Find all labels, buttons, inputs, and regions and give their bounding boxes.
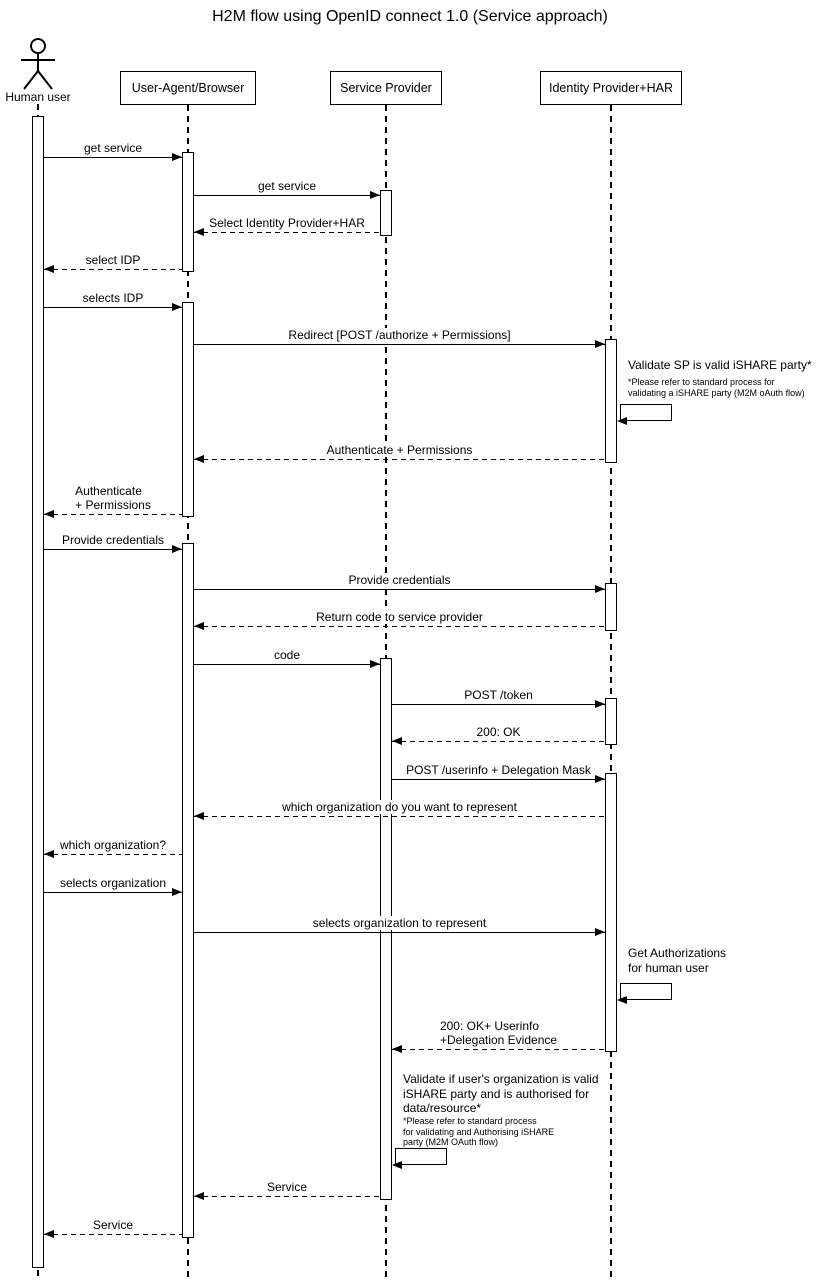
message-arrowhead: [595, 775, 605, 783]
message-arrowhead: [595, 340, 605, 348]
message-label: Authenticate + Permissions: [323, 443, 476, 457]
message-label: selects organization to represent: [309, 916, 490, 930]
message-line: [44, 157, 182, 159]
message-label: code: [270, 648, 304, 662]
message-label: Redirect [POST /authorize + Permissions]: [285, 328, 514, 342]
message-label: selects organization: [56, 876, 170, 890]
message-arrowhead: [392, 737, 402, 745]
message-label: 200: OK: [473, 725, 524, 739]
message-arrowhead: [595, 585, 605, 593]
self-call-arrowhead: [617, 995, 627, 1004]
message-arrowhead: [172, 153, 182, 161]
message-label: selects IDP: [79, 291, 147, 305]
message-label: Provide credentials: [345, 573, 454, 587]
message-label: Return code to service provider: [313, 610, 486, 624]
message-arrowhead: [194, 622, 204, 630]
self-message-label: Validate SP is valid iSHARE party*: [628, 358, 812, 373]
message-arrowhead: [370, 191, 380, 199]
message-arrowhead: [44, 850, 54, 858]
message-label: Select Identity Provider+HAR: [206, 216, 368, 230]
message-line: [44, 307, 182, 309]
message-arrowhead: [44, 510, 54, 518]
message-line: [194, 932, 605, 934]
message-label: get service: [254, 179, 320, 193]
self-call-box: [620, 983, 672, 1000]
message-line: [194, 626, 605, 628]
participant-idp: Identity Provider+HAR: [540, 71, 682, 105]
self-call-arrowhead: [617, 416, 627, 425]
self-call-box: [395, 1148, 447, 1165]
message-line: [194, 232, 380, 234]
activation-bar-sp: [380, 190, 392, 236]
activation-bar-idp: [605, 583, 617, 631]
message-line: [392, 741, 605, 743]
message-arrowhead: [172, 888, 182, 896]
message-arrowhead: [370, 660, 380, 668]
participant-ua: User-Agent/Browser: [120, 71, 256, 105]
self-message-label: Validate if user's organization is valid…: [403, 1072, 599, 1116]
message-label: Service: [263, 1180, 311, 1194]
activation-bar-idp: [605, 698, 617, 745]
message-arrowhead: [595, 700, 605, 708]
participant-label-human: Human user: [3, 90, 73, 104]
message-arrowhead: [392, 1045, 402, 1053]
message-line: [392, 704, 605, 706]
message-arrowhead: [44, 1230, 54, 1238]
message-line: [44, 854, 182, 856]
message-arrowhead: [194, 812, 204, 820]
message-label: get service: [80, 141, 146, 155]
message-label: which organization?: [56, 838, 170, 852]
message-arrowhead: [194, 455, 204, 463]
message-arrowhead: [595, 928, 605, 936]
activation-bar-idp: [605, 773, 617, 1052]
activation-bar-ua: [182, 543, 194, 1238]
message-line: [194, 344, 605, 346]
message-line: [194, 816, 605, 818]
message-label: Service: [89, 1218, 137, 1232]
message-line: [392, 779, 605, 781]
participant-sp: Service Provider: [330, 71, 442, 105]
activation-bar-idp: [605, 339, 617, 463]
message-arrowhead: [194, 1192, 204, 1200]
self-call-arrowhead: [392, 1160, 402, 1169]
self-message-note: *Please refer to standard process for va…: [628, 377, 805, 398]
message-arrowhead: [172, 545, 182, 553]
message-line: [44, 1234, 182, 1236]
message-label: Provide credentials: [58, 533, 168, 547]
activation-bar-human: [32, 116, 44, 1268]
message-line: [194, 1196, 380, 1198]
lifeline-idp: [610, 105, 612, 1281]
message-label: 200: OK+ Userinfo +Delegation Evidence: [436, 1019, 561, 1047]
message-label: Authenticate + Permissions: [72, 484, 154, 512]
message-line: [392, 1049, 605, 1051]
self-message-label: Get Authorizations for human user: [628, 946, 727, 975]
self-message-note: *Please refer to standard process for va…: [403, 1116, 555, 1148]
message-line: [194, 589, 605, 591]
activation-bar-ua: [182, 152, 194, 272]
activation-bar-ua: [182, 302, 194, 517]
self-call-box: [620, 404, 672, 421]
message-label: POST /userinfo + Delegation Mask: [403, 763, 594, 777]
message-line: [194, 195, 380, 197]
message-arrowhead: [44, 265, 54, 273]
human-actor-icon: [21, 38, 55, 90]
message-label: which organization do you want to repres…: [279, 800, 520, 814]
message-label: select IDP: [82, 253, 144, 267]
message-arrowhead: [194, 228, 204, 236]
message-arrowhead: [172, 303, 182, 311]
message-line: [194, 664, 380, 666]
message-line: [44, 514, 182, 516]
message-line: [44, 269, 182, 271]
message-line: [44, 892, 182, 894]
message-line: [44, 549, 182, 551]
message-line: [194, 459, 605, 461]
diagram-title: H2M flow using OpenID connect 1.0 (Servi…: [212, 8, 608, 25]
message-label: POST /token: [461, 688, 536, 702]
